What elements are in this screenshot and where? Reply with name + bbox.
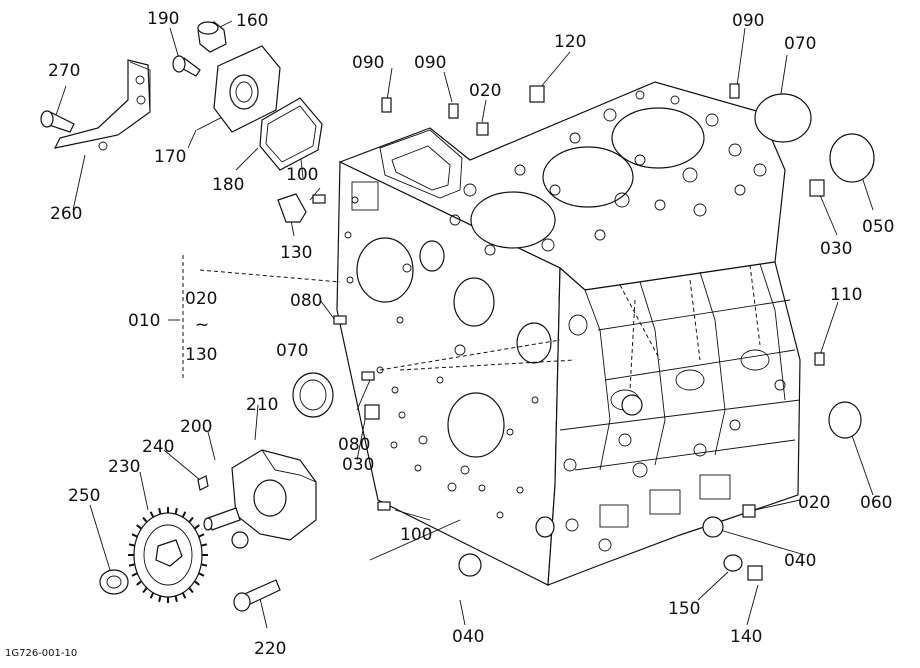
callout-230: 230 [108,457,141,477]
gear-tooth [193,580,200,586]
callout-030-right: 030 [820,239,853,259]
gear-tooth [181,592,187,599]
gear-tooth [181,511,187,518]
gear-tooth [149,511,155,518]
range-tilde: ~ [195,315,210,335]
callout-170: 170 [154,147,187,167]
gear-tooth [158,507,162,515]
drive-gear [128,507,208,603]
callout-100-top: 100 [286,165,319,185]
callout-020-top: 020 [469,81,502,101]
callout-250: 250 [68,486,101,506]
gear-tooth [149,592,155,599]
callout-100-bottom: 100 [400,525,433,545]
gear-tooth [142,516,148,523]
callout-090-right: 090 [732,11,765,31]
callout-120: 120 [554,32,587,52]
figure-code: 1G726-001-10 [5,648,78,659]
callout-160: 160 [236,11,269,31]
callout-090-mid: 090 [414,53,447,73]
reference-lines [168,255,761,391]
callout-190: 190 [147,9,180,29]
gear-tooth [198,572,205,577]
gear-tooth [142,587,148,594]
range-end-130: 130 [185,345,218,365]
callout-270: 270 [48,61,81,81]
callout-240: 240 [142,437,175,457]
callout-080-top: 080 [290,291,323,311]
callout-180: 180 [212,175,245,195]
gear-tooth [136,524,143,530]
callout-110: 110 [830,285,863,305]
callout-070-left: 070 [276,341,309,361]
callout-020-bottom: 020 [798,493,831,513]
gear-tooth [193,524,200,530]
callout-070-top: 070 [784,34,817,54]
callout-040-bottom: 040 [452,627,485,647]
gear-tooth [200,543,208,547]
gear-tooth [198,533,205,538]
callout-130: 130 [280,243,313,263]
callout-260: 260 [50,204,83,224]
range-start-020: 020 [185,289,218,309]
gear-tooth [188,587,194,594]
callout-090-left: 090 [352,53,385,73]
gear-tooth [174,507,178,515]
callout-050: 050 [862,217,895,237]
oil-pump-assembly [99,449,317,612]
gear-tooth [200,563,208,567]
cover-assembly [172,21,323,171]
gear-tooth [158,595,162,603]
callout-060: 060 [860,493,893,513]
gear-tooth [131,533,138,538]
engine-bracket [40,59,151,151]
callout-140: 140 [730,627,763,647]
callout-150: 150 [668,599,701,619]
callout-030-left: 030 [342,455,375,475]
crankcase-block [336,81,801,586]
callout-220: 220 [254,639,287,659]
gear-tooth [174,595,178,603]
callout-210: 210 [246,395,279,415]
gear-tooth [128,543,136,547]
gear-tooth [128,563,136,567]
callout-010: 010 [128,311,161,331]
gear-tooth [188,516,194,523]
callout-040-right: 040 [784,551,817,571]
pins-and-plugs [277,83,875,581]
gear-tooth [131,572,138,577]
gear-tooth [136,580,143,586]
callout-200: 200 [180,417,213,437]
callout-080-bottom: 080 [338,435,371,455]
